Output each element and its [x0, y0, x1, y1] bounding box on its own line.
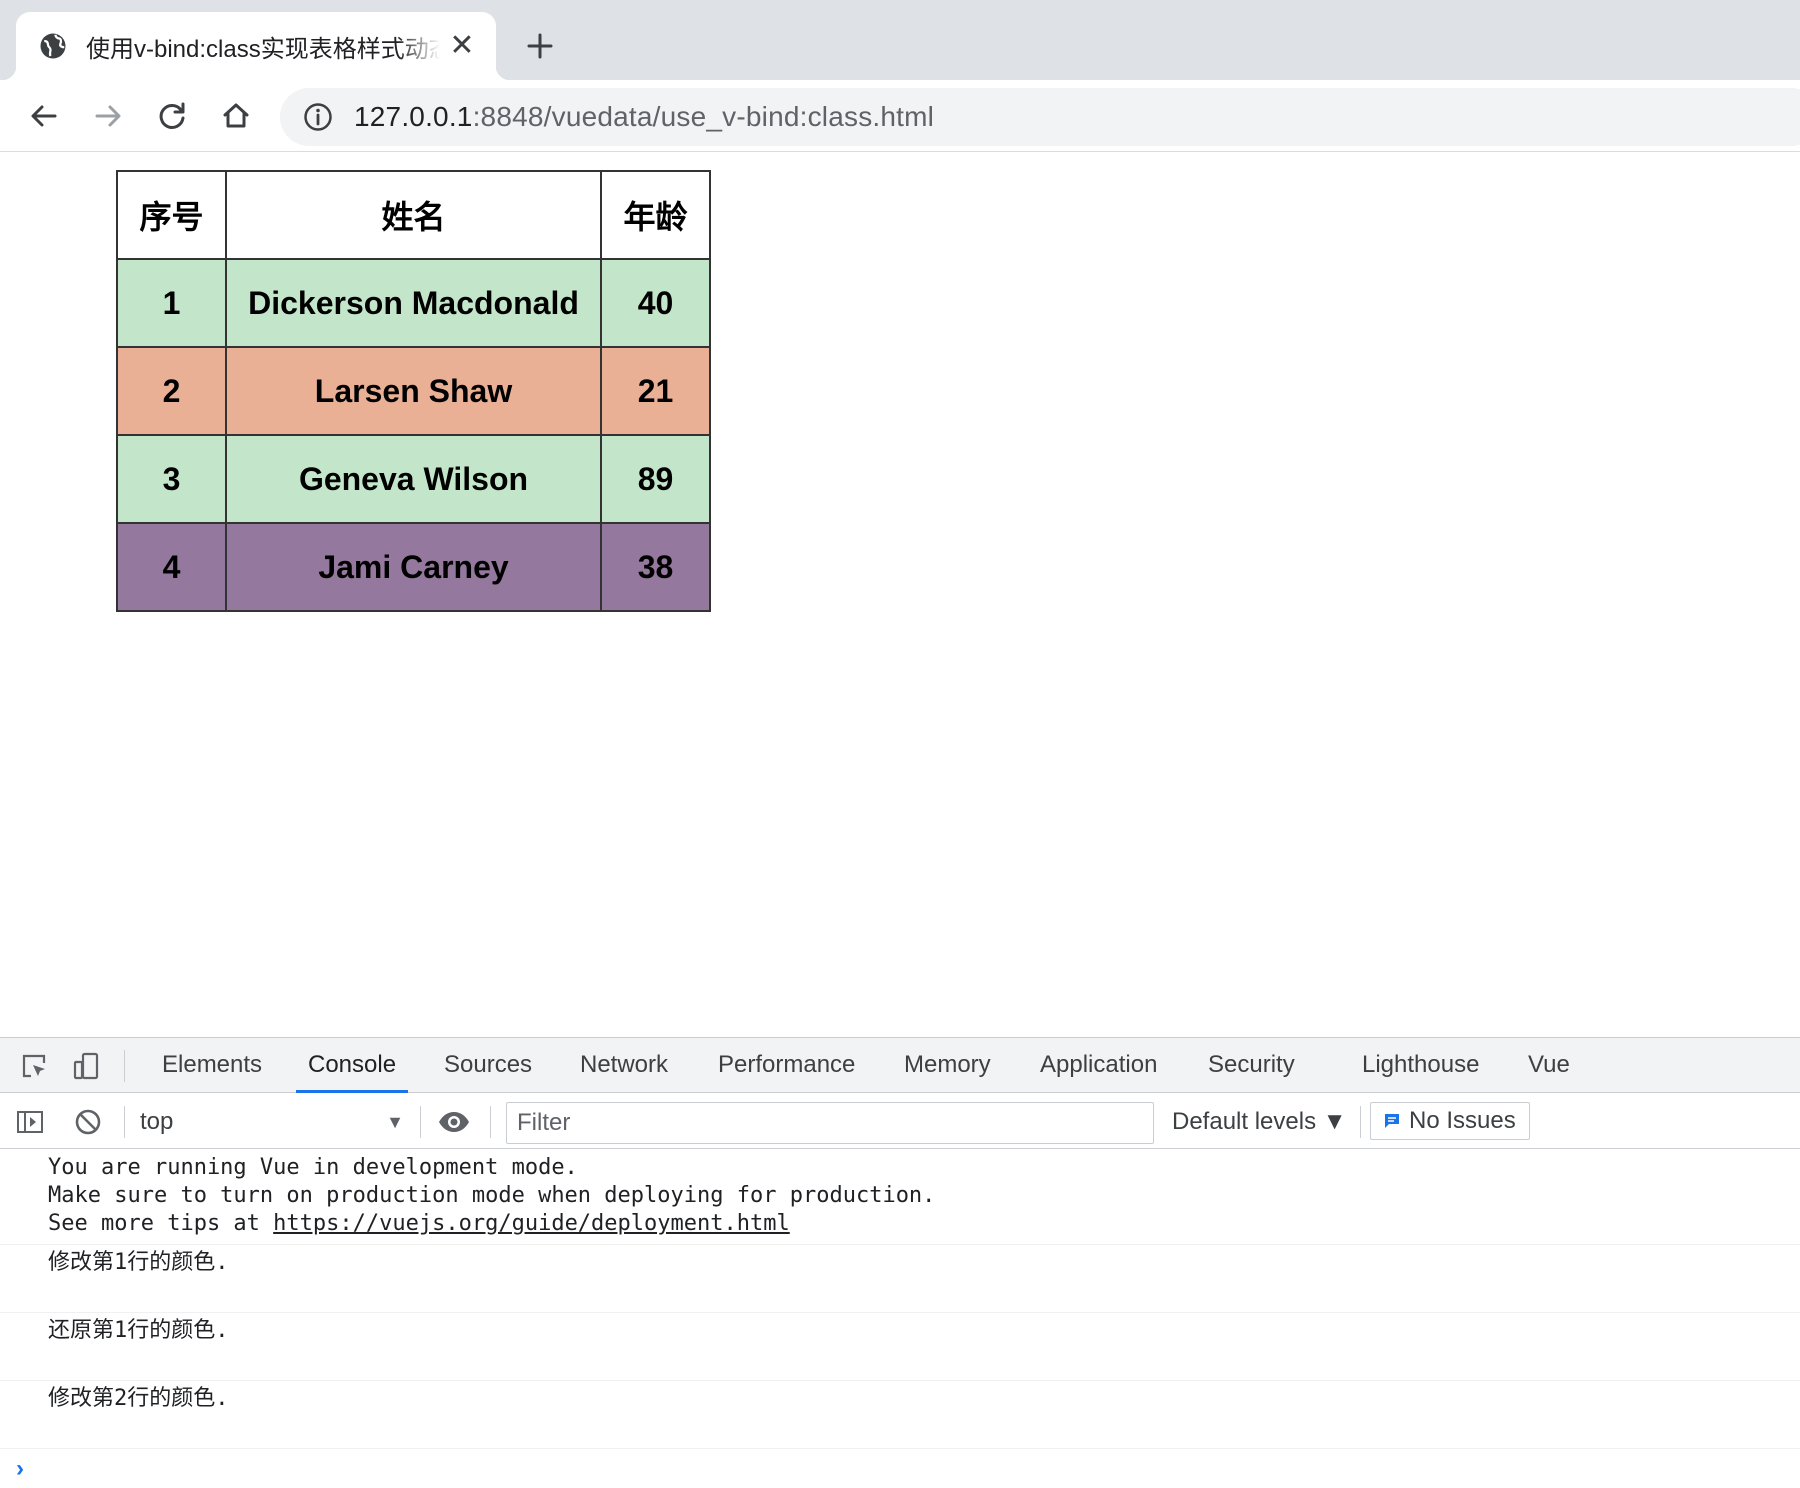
cell-id: 3	[116, 434, 227, 524]
toolbar-divider	[420, 1106, 421, 1138]
cell-age: 89	[600, 434, 711, 524]
console-message: You are running Vue in development mode.…	[0, 1150, 1800, 1245]
plus-icon	[527, 33, 553, 59]
header-id: 序号	[116, 170, 227, 260]
page-content: 序号 姓名 年龄 1 Dickerson Macdonald 40 2 Lars…	[0, 153, 1800, 1037]
console-toolbar: top ▼ Filter Default levels ▼ No Issues	[0, 1094, 1800, 1149]
forward-button[interactable]	[82, 90, 134, 142]
address-bar[interactable]: 127.0.0.1:8848/vuedata/use_v-bind:class.…	[280, 88, 1800, 146]
cell-name: Larsen Shaw	[225, 346, 602, 436]
tab-application[interactable]: Application	[1040, 1051, 1158, 1078]
home-icon	[223, 103, 249, 128]
deployment-link[interactable]: https://vuejs.org/guide/deployment.html	[273, 1211, 790, 1236]
table-row[interactable]: 3 Geneva Wilson 89	[116, 434, 711, 524]
cell-age: 40	[600, 258, 711, 348]
back-button[interactable]	[18, 90, 70, 142]
new-tab-button[interactable]	[518, 24, 562, 68]
cell-id: 2	[116, 346, 227, 436]
context-select[interactable]: top ▼	[140, 1104, 404, 1140]
live-expression-button[interactable]	[436, 1104, 472, 1140]
reload-button[interactable]	[146, 90, 198, 142]
tab-vue[interactable]: Vue	[1528, 1051, 1570, 1078]
tab-elements[interactable]: Elements	[162, 1051, 263, 1078]
console-message: 修改第2行的颜色.	[0, 1381, 1800, 1449]
cell-age: 38	[600, 522, 711, 612]
tab-security[interactable]: Security	[1208, 1051, 1295, 1078]
tab-network[interactable]: Network	[580, 1051, 669, 1078]
toolbar-divider	[490, 1106, 491, 1138]
url-text[interactable]: 127.0.0.1:8848/vuedata/use_v-bind:class.…	[354, 101, 934, 133]
filter-input[interactable]: Filter	[506, 1102, 1154, 1144]
table-header-row: 序号 姓名 年龄	[116, 170, 711, 260]
header-age: 年龄	[600, 170, 711, 260]
close-tab-icon[interactable]: ✕	[449, 29, 475, 62]
cell-name: Jami Carney	[225, 522, 602, 612]
issues-label: No Issues	[1409, 1107, 1516, 1134]
globe-icon	[40, 33, 66, 59]
tab-title: 使用v-bind:class实现表格样式动态变化	[86, 35, 440, 63]
browser-tab[interactable]: 使用v-bind:class实现表格样式动态变化 ✕	[2, 12, 510, 80]
sidebar-toggle-icon[interactable]	[12, 1104, 48, 1140]
log-levels-dropdown[interactable]: Default levels ▼	[1172, 1108, 1347, 1135]
message-icon	[1385, 1114, 1399, 1128]
dropdown-arrow-icon: ▼	[386, 1112, 404, 1132]
browser-toolbar: 127.0.0.1:8848/vuedata/use_v-bind:class.…	[0, 80, 1800, 152]
console-message: 修改第1行的颜色.	[0, 1245, 1800, 1313]
cell-age: 21	[600, 346, 711, 436]
block-icon	[75, 1109, 101, 1135]
forward-arrow-icon	[95, 105, 121, 127]
issues-button[interactable]: No Issues	[1370, 1102, 1530, 1140]
cell-id: 4	[116, 522, 227, 612]
log-text: See more tips at	[48, 1211, 274, 1236]
show-sidebar-icon	[17, 1111, 43, 1133]
cursor-box-icon	[22, 1054, 46, 1078]
toolbar-divider	[124, 1050, 125, 1082]
console-message: 还原第1行的颜色.	[0, 1313, 1800, 1381]
table-row[interactable]: 2 Larsen Shaw 21	[116, 346, 711, 436]
log-text: Make sure to turn on production mode whe…	[48, 1183, 936, 1208]
home-button[interactable]	[210, 90, 262, 142]
header-name: 姓名	[225, 170, 602, 260]
devtools-tab-bar: Elements Console Sources Network Perform…	[0, 1038, 1800, 1093]
clear-console-icon[interactable]	[70, 1104, 106, 1140]
url-host: 127.0.0.1	[354, 101, 473, 132]
tab-memory[interactable]: Memory	[904, 1051, 991, 1078]
people-table: 序号 姓名 年龄 1 Dickerson Macdonald 40 2 Lars…	[116, 170, 711, 612]
toolbar-divider	[1360, 1106, 1361, 1138]
tab-performance[interactable]: Performance	[718, 1051, 856, 1078]
tab-console[interactable]: Console	[295, 1038, 409, 1093]
tab-sources[interactable]: Sources	[444, 1051, 533, 1078]
device-toolbar-icon[interactable]	[68, 1048, 104, 1084]
eye-icon	[439, 1112, 469, 1132]
tab-strip: 使用v-bind:class实现表格样式动态变化 ✕	[0, 0, 1800, 80]
cell-id: 1	[116, 258, 227, 348]
console-output: You are running Vue in development mode.…	[0, 1150, 1800, 1449]
context-value: top	[140, 1108, 174, 1135]
toolbar-divider	[124, 1106, 125, 1138]
url-path: :8848/vuedata/use_v-bind:class.html	[472, 101, 935, 132]
log-text: You are running Vue in development mode.	[48, 1155, 578, 1180]
tab-lighthouse[interactable]: Lighthouse	[1362, 1051, 1480, 1078]
device-icon	[73, 1052, 99, 1080]
cell-name: Geneva Wilson	[225, 434, 602, 524]
table-row[interactable]: 4 Jami Carney 38	[116, 522, 711, 612]
devtools-panel: Elements Console Sources Network Perform…	[0, 1037, 1800, 1488]
inspect-element-icon[interactable]	[16, 1048, 52, 1084]
cell-name: Dickerson Macdonald	[225, 258, 602, 348]
console-prompt-icon[interactable]: ›	[16, 1455, 24, 1482]
info-icon[interactable]	[302, 101, 334, 133]
back-arrow-icon	[31, 105, 57, 127]
table-row[interactable]: 1 Dickerson Macdonald 40	[116, 258, 711, 348]
reload-icon	[159, 102, 185, 129]
